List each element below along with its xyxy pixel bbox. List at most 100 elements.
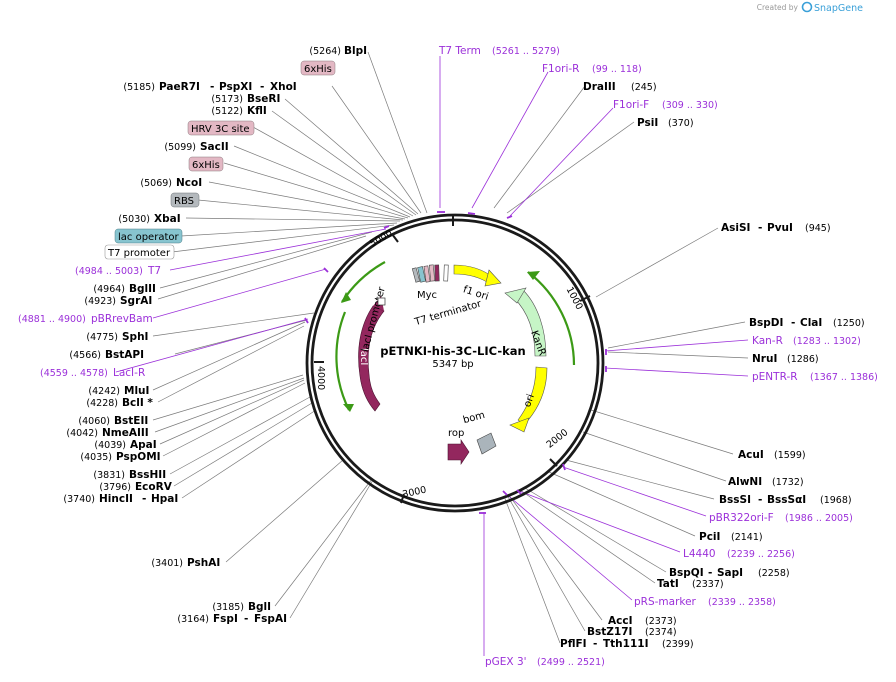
- site-name-bspqi: BspQI: [669, 567, 704, 579]
- site-pos-bseri: (5173): [211, 94, 243, 105]
- site-name-apai: ApaI: [130, 439, 157, 451]
- site-dash-asisi: -: [758, 222, 762, 234]
- site-name-psii: PsiI: [637, 117, 658, 129]
- primer-name-t7: T7: [147, 265, 161, 277]
- ori-label: ori: [522, 393, 537, 409]
- site-dash-hincii: -: [142, 493, 146, 505]
- site-pos-bglii: (4964): [93, 284, 125, 295]
- primer-name-pentr: pENTR-R: [752, 371, 798, 383]
- site-name-pflfi: PflFI: [560, 638, 587, 650]
- site-name-hincii: HincII: [99, 493, 133, 505]
- promoter-arrowhead-1: [341, 292, 351, 303]
- site-name-nrui: NruI: [752, 353, 777, 365]
- site-pos-bstapi: (4566): [69, 350, 101, 361]
- plasmid-size: 5347 bp: [432, 359, 473, 370]
- bom-label: bom: [462, 410, 486, 426]
- primer-range-t7term: (5261 .. 5279): [492, 46, 560, 57]
- plasmid-name: pETNKI-his-3C-LIC-kan: [380, 344, 525, 358]
- site-pos-xbai: (5030): [118, 214, 150, 225]
- site-name-acui: AcuI: [738, 449, 764, 461]
- site-pos-bgli: (3185): [212, 602, 244, 613]
- myc-label: Myc: [417, 290, 437, 301]
- primer-range-f1orir: (99 .. 118): [592, 64, 642, 75]
- site-pos-pshai: (3401): [151, 558, 183, 569]
- site-name-bstz17i: BstZ17I: [587, 626, 632, 638]
- primer-range-pbrrev: (4881 .. 4900): [18, 314, 86, 325]
- site-pos-ncoi: (5069): [140, 178, 172, 189]
- site-name-blpi: BlpI: [344, 45, 367, 57]
- site-name-sacii: SacII: [200, 141, 229, 153]
- site-name2-asisi: PvuI: [767, 222, 793, 234]
- primer-range-laciR: (4559 .. 4578): [40, 368, 108, 379]
- site-name2-bspdi: ClaI: [800, 317, 822, 329]
- site-pos-asisi: (945): [805, 223, 831, 234]
- site-name2-pflfi: Tth111I: [603, 638, 648, 650]
- site-name-mlui: MluI: [124, 385, 149, 397]
- site-dash-fspi: -: [244, 613, 248, 625]
- site-name-sgrai: SgrAI: [120, 295, 152, 307]
- site-pos-ecorv: (3796): [99, 482, 131, 493]
- site-name-bstapi: BstAPI: [105, 349, 144, 361]
- site-dash-pflfi: -: [593, 638, 597, 650]
- site-name3-paer7i: XhoI: [270, 81, 297, 93]
- site-name-sphi: SphI: [122, 331, 148, 343]
- primer-name-pgex3: pGEX 3': [485, 656, 527, 668]
- promoter-arrowhead-3: [527, 271, 540, 280]
- site-pos-sgrai: (4923): [84, 296, 116, 307]
- primer-name-pbr322: pBR322ori-F: [709, 512, 774, 524]
- site-pos-pflfi: (2399): [662, 639, 694, 650]
- site-name2-paer7i: PspXI: [219, 81, 252, 93]
- site-name-acci: AccI: [608, 615, 632, 627]
- site-pos-mlui: (4242): [88, 386, 120, 397]
- right-site-labels: DraIII (245) PsiI (370) AsiSI - PvuI (94…: [560, 81, 865, 650]
- site-pos-sacii: (5099): [164, 142, 196, 153]
- site-pos-bcli: (4228): [86, 398, 118, 409]
- site-pos-bspqi: (2258): [758, 568, 790, 579]
- site-pos-tati: (2337): [692, 579, 724, 590]
- site-name-pshai: PshAI: [187, 557, 220, 569]
- primer-name-t7term: T7 Term: [438, 45, 481, 57]
- box-6xhis-top: 6xHis: [304, 64, 332, 75]
- backbone-inner: [310, 218, 600, 508]
- site-pos-kfli: (5122): [211, 106, 243, 117]
- bom-feature: [476, 432, 497, 455]
- credit-text: Created by: [757, 3, 799, 12]
- site-pos-apai: (4039): [94, 440, 126, 451]
- site-pos-paer7i: (5185): [123, 82, 155, 93]
- f1-ori-arrowhead: [484, 269, 502, 287]
- site-pos-pcii: (2141): [731, 532, 763, 543]
- tick-label-2000: 2000: [545, 427, 571, 451]
- site-name-asisi: AsiSI: [721, 222, 750, 234]
- site-name-tati: TatI: [657, 578, 679, 590]
- site-name-bseri: BseRI: [247, 93, 280, 105]
- site-name-bsshii: BssHII: [129, 469, 166, 481]
- site-name2-bsssi: BssSαI: [767, 494, 806, 506]
- primer-leader-lines: [115, 56, 749, 656]
- site-pos-pspomi: (4035): [80, 452, 112, 463]
- site-name-paer7i: PaeR7I: [159, 81, 200, 93]
- rop-feature: [447, 439, 470, 465]
- site-pos-bstz17i: (2374): [645, 627, 677, 638]
- site-name2-fspi: FspAI: [254, 613, 287, 625]
- site-name-bglii: BglII: [129, 283, 156, 295]
- site-name-xbai: XbaI: [154, 213, 181, 225]
- primer-range-pentr: (1367 .. 1386): [810, 372, 878, 383]
- site-dash2-paer7i: -: [260, 81, 264, 93]
- primer-labels: T7 Term (5261 .. 5279) F1ori-R (99 .. 11…: [18, 45, 878, 668]
- primer-name-kanr: Kan-R: [752, 335, 783, 347]
- site-name-ecorv: EcoRV: [135, 481, 173, 493]
- site-pos-bsssi: (1968): [820, 495, 852, 506]
- site-name-nmeaiii: NmeAIII: [102, 427, 149, 439]
- tick-label-5000: 5000: [368, 228, 394, 250]
- lacI-promoter-box: [377, 297, 386, 306]
- site-name-bsteii: BstEII: [114, 415, 148, 427]
- rop-label: rop: [448, 428, 464, 439]
- svg-text:SnapGene: SnapGene: [814, 3, 863, 14]
- ori-arrowhead: [509, 417, 530, 433]
- primer-range-l4440: (2239 .. 2256): [727, 549, 795, 560]
- mcs-features: [411, 264, 449, 283]
- site-name-bspdi: BspDI: [749, 317, 783, 329]
- site-pos-nmeaiii: (4042): [66, 428, 98, 439]
- promoter-arrowhead-2: [343, 404, 354, 412]
- site-pos-alwni: (1732): [772, 477, 804, 488]
